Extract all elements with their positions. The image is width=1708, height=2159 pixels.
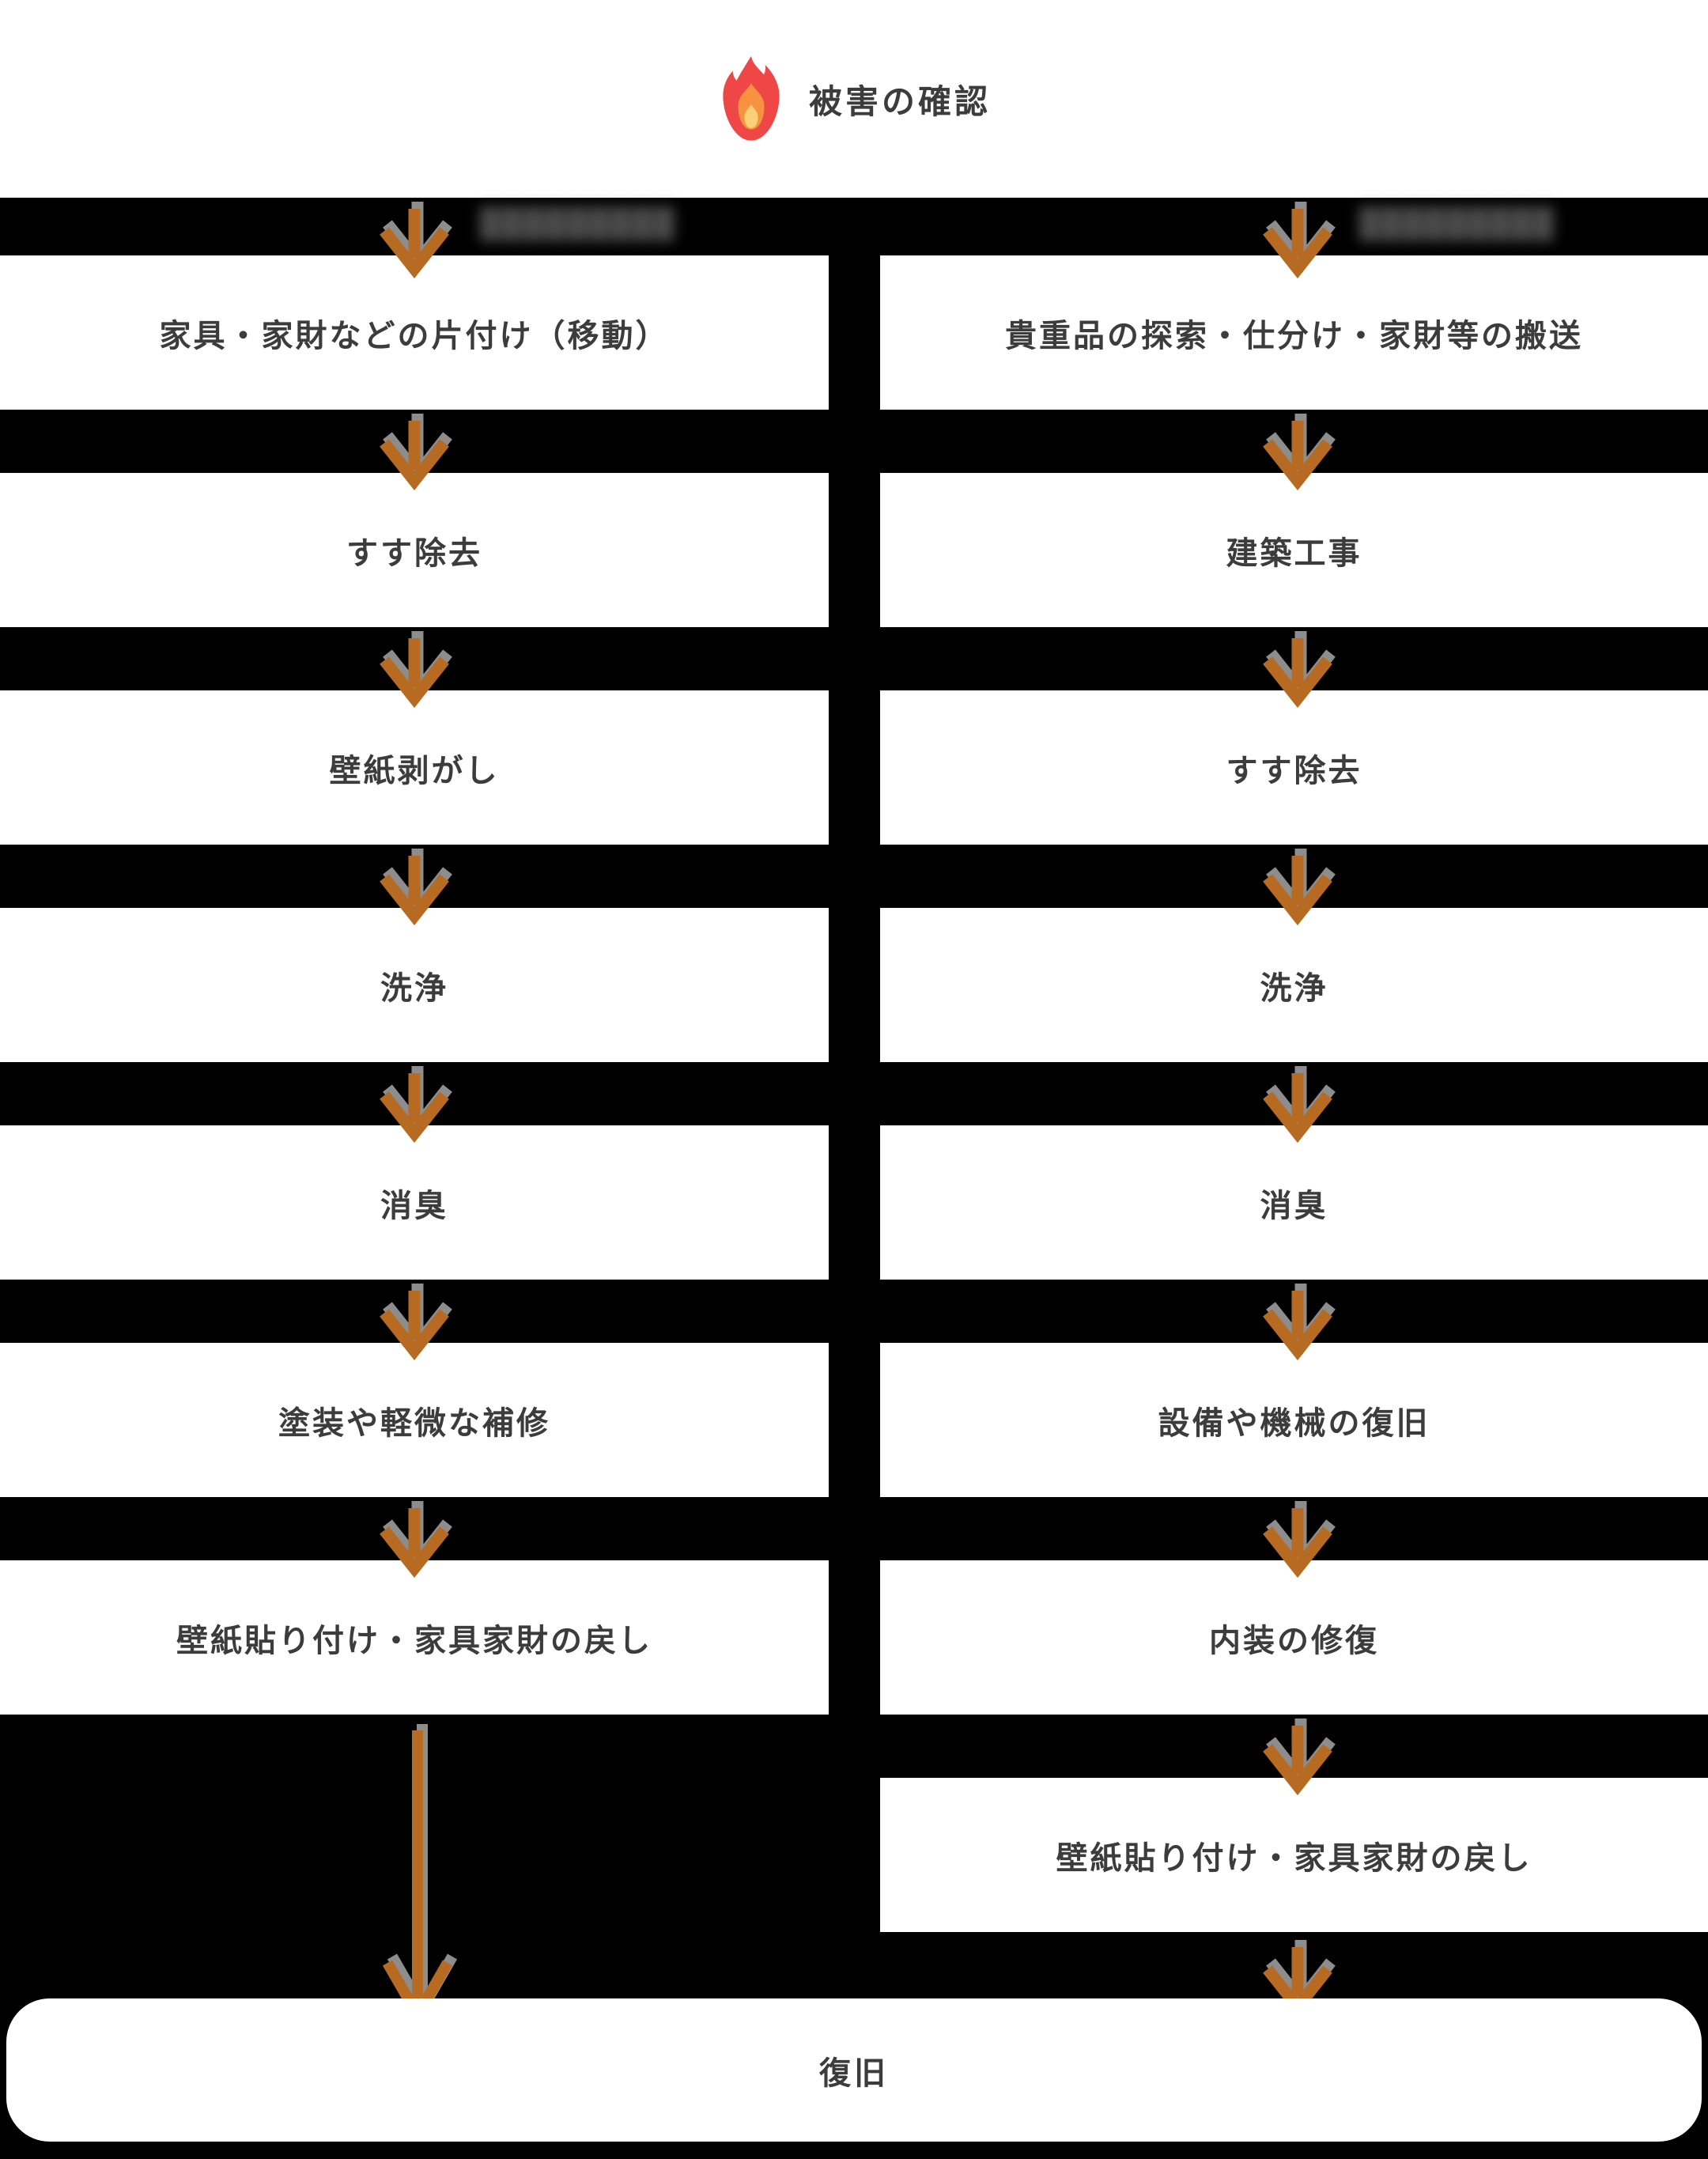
final-step-box: 復旧 xyxy=(6,1998,1702,2142)
down-arrow-icon xyxy=(1263,849,1336,926)
down-arrow-icon xyxy=(380,631,452,709)
right-step-7-box: 内装の修復 xyxy=(880,1560,1708,1715)
header: 被害の確認 xyxy=(0,0,1708,198)
down-arrow-icon xyxy=(1263,202,1336,279)
right-step-1-box: 貴重品の探索・仕分け・家財等の搬送 xyxy=(880,255,1708,410)
page-title: 被害の確認 xyxy=(808,82,991,120)
down-arrow-icon xyxy=(380,1501,452,1579)
down-arrow-icon xyxy=(380,1066,452,1144)
left-step-2-box: すす除去 xyxy=(0,473,829,627)
fire-icon xyxy=(723,55,780,141)
right-step-5-box: 消臭 xyxy=(880,1125,1708,1280)
left-step-1-box: 家具・家財などの片付け（移動） xyxy=(0,255,829,410)
right-step-6-box: 設備や機械の復旧 xyxy=(880,1343,1708,1497)
down-arrow-icon xyxy=(380,1284,452,1361)
down-arrow-icon xyxy=(380,849,452,926)
right-step-2-box: 建築工事 xyxy=(880,473,1708,627)
left-step-4-box: 洗浄 xyxy=(0,908,829,1062)
left-step-7-box: 壁紙貼り付け・家具家財の戻し xyxy=(0,1560,829,1715)
blurred-caption-right: █████████ xyxy=(1359,206,1555,239)
down-arrow-icon xyxy=(380,414,452,491)
blurred-caption-left: █████████ xyxy=(480,206,676,239)
right-step-8-box: 壁紙貼り付け・家具家財の戻し xyxy=(880,1778,1708,1932)
down-arrow-icon xyxy=(1263,414,1336,491)
right-step-3-box: すす除去 xyxy=(880,690,1708,845)
left-step-5-box: 消臭 xyxy=(0,1125,829,1280)
down-arrow-icon xyxy=(1263,1284,1336,1361)
long-down-arrow-icon xyxy=(382,1724,458,2027)
down-arrow-icon xyxy=(1263,1501,1336,1579)
left-step-6-box: 塗装や軽微な補修 xyxy=(0,1343,829,1497)
right-step-4-box: 洗浄 xyxy=(880,908,1708,1062)
down-arrow-icon xyxy=(380,202,452,279)
down-arrow-icon xyxy=(1263,1719,1336,1796)
down-arrow-icon xyxy=(1263,631,1336,709)
left-step-3-box: 壁紙剥がし xyxy=(0,690,829,845)
down-arrow-icon xyxy=(1263,1066,1336,1144)
